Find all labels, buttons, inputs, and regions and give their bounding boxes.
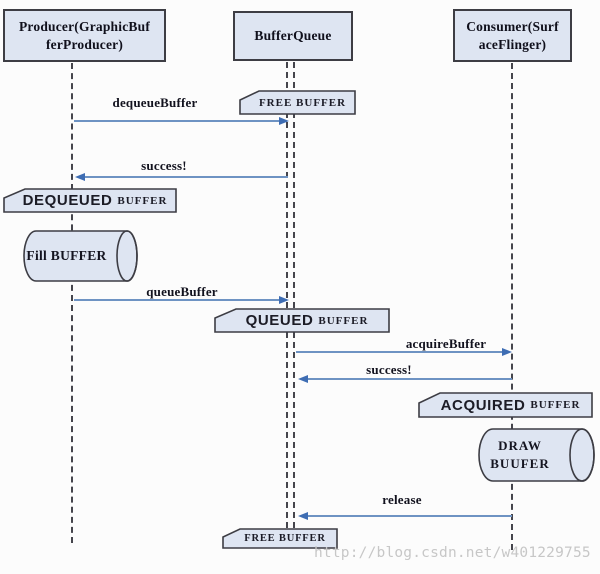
message-label-dequeuebuffer: dequeueBuffer bbox=[112, 95, 198, 110]
state-tag-dequeued-buffer: DEQUEUED BUFFER bbox=[3, 188, 177, 213]
actor-producer-label-line1: Producer(GraphicBuf bbox=[18, 18, 151, 34]
actor-consumer: Consumer(Surf aceFlinger) bbox=[453, 9, 572, 62]
actor-bufferqueue: BufferQueue bbox=[233, 11, 353, 61]
actor-consumer-label-line2: aceFlinger) bbox=[478, 36, 547, 52]
state-tag-text: FREE BUFFER bbox=[244, 533, 326, 544]
message-label-release: release bbox=[382, 492, 422, 507]
cylinder-shape bbox=[478, 428, 595, 482]
message-line-queuebuffer bbox=[74, 299, 280, 301]
message-label-queuebuffer: queueBuffer bbox=[146, 284, 218, 299]
state-tag-shape bbox=[418, 392, 593, 418]
lifeline-bufferqueue-left bbox=[286, 62, 288, 528]
message-line-acquirebuffer bbox=[296, 351, 503, 353]
actor-producer-label-line2: ferProducer) bbox=[45, 36, 124, 52]
state-tag-shape bbox=[214, 308, 390, 333]
message-line-release bbox=[307, 515, 512, 517]
state-tag-shape bbox=[239, 90, 356, 115]
state-tag-acquired-buffer: ACQUIRED BUFFER bbox=[418, 392, 593, 418]
message-label-acquirebuffer: acquireBuffer bbox=[405, 336, 487, 351]
actor-consumer-label-line1: Consumer(Surf bbox=[466, 18, 559, 34]
message-line-dequeuebuffer bbox=[74, 120, 280, 122]
lifeline-bufferqueue-right bbox=[293, 62, 295, 528]
arrowhead-right-icon bbox=[279, 296, 289, 304]
state-tag-shape bbox=[222, 528, 338, 549]
lifeline-producer bbox=[71, 63, 73, 543]
message-line-success-1 bbox=[84, 176, 288, 178]
state-tag-suffix: BUFFER bbox=[530, 399, 581, 411]
watermark-text: http://blog.csdn.net/w401229755 bbox=[314, 545, 591, 561]
arrowhead-right-icon bbox=[502, 348, 512, 356]
activity-label-line2: BUUFER bbox=[490, 456, 550, 471]
state-tag-free-buffer-2: FREE BUFFER bbox=[222, 528, 338, 549]
cylinder-shape bbox=[23, 230, 138, 282]
state-tag-suffix: BUFFER bbox=[117, 194, 168, 207]
state-tag-word: QUEUED bbox=[245, 312, 314, 329]
state-tag-word: DEQUEUED bbox=[22, 192, 113, 209]
lifeline-consumer bbox=[511, 63, 513, 550]
state-tag-free-buffer-1: FREE BUFFER bbox=[239, 90, 356, 115]
arrowhead-left-icon bbox=[298, 512, 308, 520]
activity-label: Fill BUFFER bbox=[26, 248, 107, 263]
arrowhead-left-icon bbox=[75, 173, 85, 181]
message-label-success-1: success! bbox=[141, 158, 187, 173]
actor-producer: Producer(GraphicBuf ferProducer) bbox=[3, 9, 166, 62]
arrowhead-right-icon bbox=[279, 117, 289, 125]
state-tag-text: FREE BUFFER bbox=[258, 96, 347, 109]
state-tag-suffix: BUFFER bbox=[318, 314, 369, 327]
state-tag-word: ACQUIRED bbox=[440, 396, 526, 414]
activity-draw-buffer: DRAW BUUFER bbox=[467, 428, 595, 482]
message-line-success-2 bbox=[307, 378, 512, 380]
actor-bufferqueue-label: BufferQueue bbox=[254, 28, 332, 44]
activity-label-line1: DRAW bbox=[498, 438, 542, 454]
arrowhead-left-icon bbox=[298, 375, 308, 383]
state-tag-shape bbox=[3, 188, 177, 213]
message-label-success-2: success! bbox=[366, 362, 412, 377]
state-tag-queued-buffer: QUEUED BUFFER bbox=[214, 308, 390, 333]
activity-fill-buffer: Fill BUFFER bbox=[13, 230, 138, 282]
